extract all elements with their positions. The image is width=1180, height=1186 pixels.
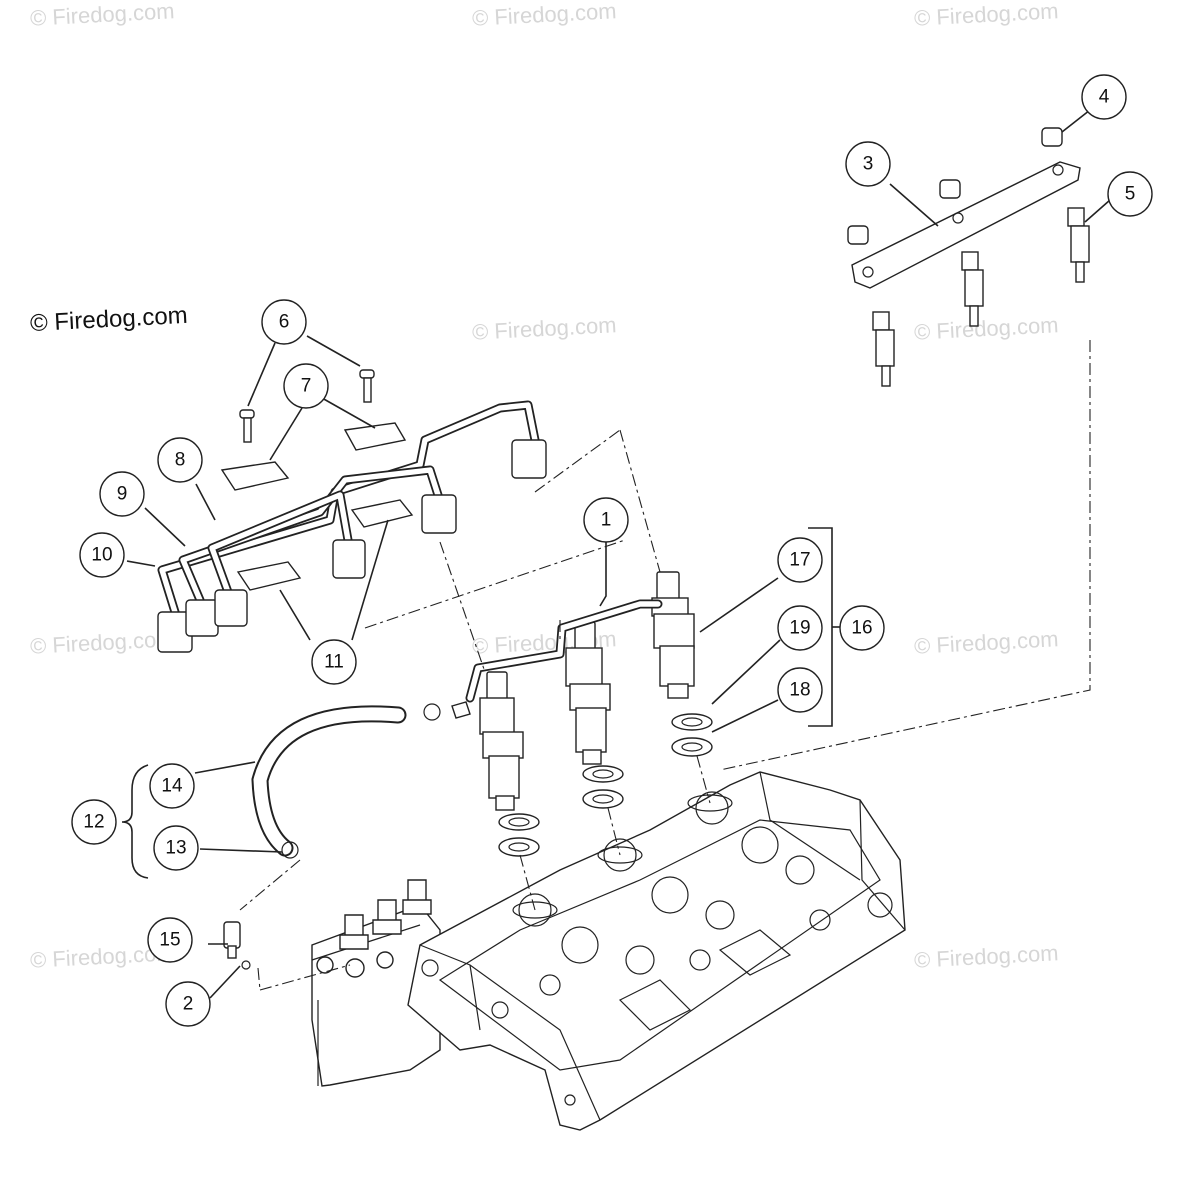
leak-off-pipe — [451, 599, 663, 719]
callout-10: 10 — [79, 532, 125, 578]
callout-8: 8 — [157, 437, 203, 483]
svg-text:15: 15 — [159, 930, 180, 951]
clamp-bolts — [239, 369, 375, 443]
svg-text:7: 7 — [301, 376, 312, 397]
svg-text:10: 10 — [91, 545, 112, 566]
callout-3: 3 — [845, 141, 891, 187]
svg-text:9: 9 — [117, 484, 128, 505]
callout-4: 4 — [1081, 74, 1127, 120]
svg-text:1: 1 — [601, 510, 612, 531]
svg-text:11: 11 — [324, 652, 344, 673]
callout-7: 7 — [283, 363, 329, 409]
svg-text:14: 14 — [161, 776, 183, 797]
glow-plugs — [872, 207, 1090, 387]
svg-text:2: 2 — [183, 994, 194, 1015]
svg-text:17: 17 — [789, 550, 810, 571]
callout-11: 11 — [311, 639, 357, 685]
alignment-lines — [239, 340, 1091, 991]
injector-left — [479, 671, 524, 811]
svg-text:3: 3 — [863, 154, 874, 175]
svg-text:5: 5 — [1125, 184, 1136, 205]
svg-text:16: 16 — [851, 618, 872, 639]
pump-delivery-valves — [339, 879, 432, 950]
banjo-fitting — [223, 921, 251, 970]
cylinder-head — [311, 771, 906, 1131]
callout-6: 6 — [261, 299, 307, 345]
injection-pipes — [157, 369, 547, 653]
injector-washers — [498, 713, 713, 857]
injector-middle — [565, 621, 611, 765]
injector-assembly — [451, 571, 713, 857]
callout-12: 12 — [71, 799, 117, 845]
callout-9: 9 — [99, 471, 145, 517]
callout-13: 13 — [153, 825, 199, 871]
callout-15: 15 — [147, 917, 193, 963]
callout-18: 18 — [777, 667, 823, 713]
injector-right — [651, 571, 695, 699]
svg-text:12: 12 — [83, 812, 104, 833]
leader-lines — [121, 109, 1111, 999]
svg-text:8: 8 — [175, 450, 186, 471]
svg-text:18: 18 — [789, 680, 810, 701]
callouts: 1 2 3 4 5 6 7 8 9 10 11 12 13 14 15 16 1… — [71, 74, 1153, 1027]
svg-text:6: 6 — [279, 312, 290, 333]
callout-14: 14 — [149, 763, 195, 809]
svg-text:13: 13 — [165, 838, 186, 859]
pipe-nuts — [157, 439, 547, 653]
svg-text:4: 4 — [1099, 87, 1110, 108]
callout-17: 17 — [777, 537, 823, 583]
glow-plug-assembly — [847, 127, 1090, 387]
pipe-clamps — [220, 422, 414, 591]
callout-5: 5 — [1107, 171, 1153, 217]
return-hose — [223, 703, 441, 970]
callout-19: 19 — [777, 605, 823, 651]
svg-text:19: 19 — [789, 618, 810, 639]
callout-1: 1 — [583, 497, 629, 543]
callout-16: 16 — [839, 605, 885, 651]
callout-2: 2 — [165, 981, 211, 1027]
